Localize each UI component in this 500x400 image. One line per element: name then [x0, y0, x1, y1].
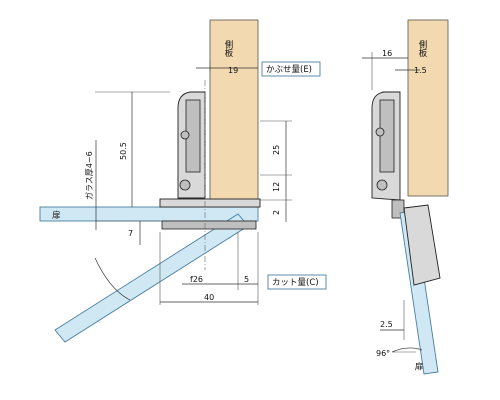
dim-f26: f26: [190, 275, 203, 284]
glass-door-closed: [39, 206, 259, 222]
side-panel-label-left: 側板: [223, 39, 233, 58]
dim-40: 40: [204, 293, 214, 302]
overlay-label-box: [261, 61, 321, 77]
glass-door-open: [54, 213, 249, 343]
hinge-screw: [180, 130, 190, 140]
side-panel-label-right: 側板: [417, 39, 427, 58]
dim-2: 2: [272, 210, 281, 215]
swing-arc: [94, 257, 131, 301]
door-label-right: 扉: [413, 361, 423, 371]
cut-amount-label: カット量(C): [272, 278, 319, 288]
overlay-label: かぶせ量(E): [266, 65, 312, 75]
dim-25: 25: [272, 145, 281, 155]
side-panel-left: [209, 19, 259, 201]
hinge-pivot: [179, 179, 191, 191]
dim-12: 12: [272, 182, 281, 192]
hinge-cup: [161, 220, 257, 230]
side-panel-right: [407, 19, 449, 197]
hinge-cup-open: [403, 204, 441, 286]
angle-96: 96°: [376, 349, 390, 358]
cut-amount-label-box: [267, 274, 327, 290]
dim-19: 19: [228, 66, 238, 75]
glass-thickness-label: ガラス厚4~6: [84, 151, 94, 200]
dim-5: 5: [244, 275, 249, 284]
door-label-left: 扉: [52, 210, 61, 221]
dim-50-5: 50.5: [119, 142, 128, 160]
dim-2-5: 2.5: [380, 320, 393, 329]
dim-7: 7: [128, 229, 133, 238]
dim-1-5: 1.5: [414, 66, 427, 75]
hinge-plate: [159, 198, 261, 208]
dim-16: 16: [382, 49, 392, 58]
